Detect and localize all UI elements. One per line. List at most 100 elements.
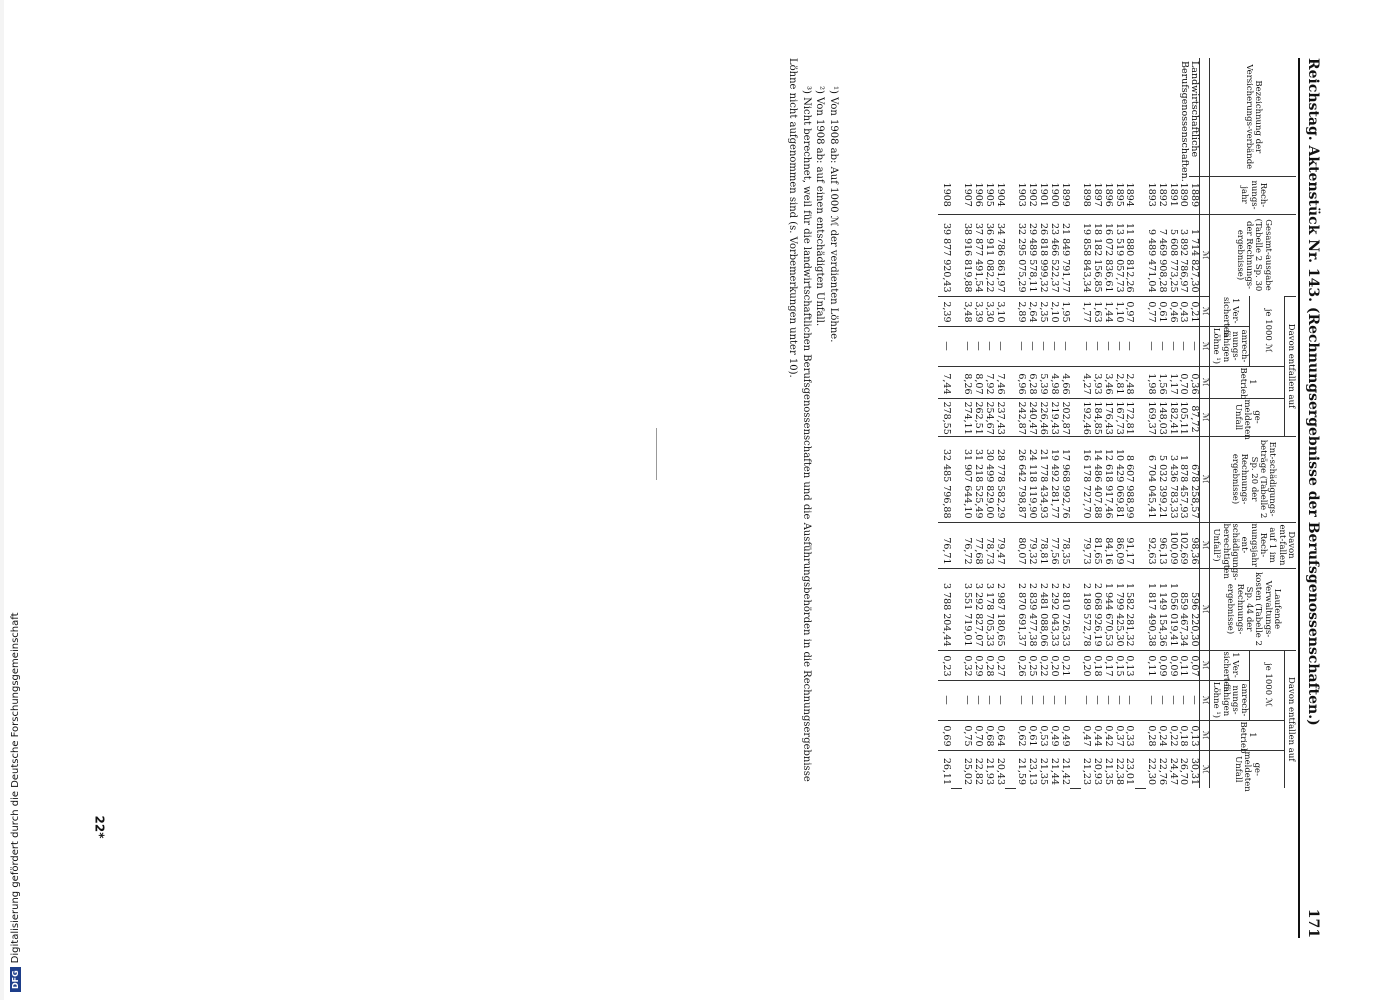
value-cell-ges: 13 519 057,73 xyxy=(1113,214,1125,296)
value-cell-b1: 6,28 xyxy=(1026,366,1038,398)
value-cell-b1: 3,46 xyxy=(1102,366,1114,398)
value-cell-l: — xyxy=(972,326,984,366)
value-cell-l: — xyxy=(994,326,1006,366)
value-cell-u1: 237,43 xyxy=(994,398,1006,437)
footnote-2: ²) Von 1908 ab: auf einen entschädigten … xyxy=(814,86,826,327)
value-cell-u1: 169,37 xyxy=(1145,398,1157,437)
page-number: 171 xyxy=(1305,908,1321,938)
gap-cell xyxy=(1134,522,1146,569)
value-cell-ent: 1 878 457,93 xyxy=(1178,436,1189,523)
gap-cell xyxy=(951,398,963,437)
value-cell-v1: 3,30 xyxy=(983,296,995,326)
value-cell-ges: 1 714 827,30 xyxy=(1188,214,1200,296)
value-cell-u1: 219,43 xyxy=(1048,398,1060,437)
gap-cell xyxy=(1070,296,1081,326)
unit-cell: ℳ xyxy=(1199,326,1210,366)
year-cell: 1904 xyxy=(994,182,1006,207)
value-cell-v2: 0,23 xyxy=(938,650,952,681)
gap-cell xyxy=(1134,366,1146,398)
value-cell-b1: 1,98 xyxy=(1145,366,1157,398)
unit-cell: ℳ xyxy=(1199,568,1210,651)
value-cell-ges: 3 892 786,97 xyxy=(1178,214,1189,296)
value-cell-ent: 5 032 399,21 xyxy=(1156,436,1168,523)
gap-cell xyxy=(951,436,963,523)
value-cell-l: — xyxy=(1016,326,1027,366)
value-cell-u1: 148,03 xyxy=(1156,398,1168,437)
value-cell-l2: — xyxy=(1156,680,1168,721)
value-cell-eu: 96,13 xyxy=(1156,522,1168,569)
gap-cell xyxy=(1070,522,1081,569)
value-cell-b2: 0,49 xyxy=(1048,720,1060,751)
table-body: Landwirtschaftliche Berufsgenossenschaft… xyxy=(938,58,1201,938)
value-cell-ent: 16 178 727,70 xyxy=(1080,436,1092,523)
page-binding-edge xyxy=(0,0,4,1000)
printer-signature: 22* xyxy=(92,815,107,839)
value-cell-vk: 1 799 425,30 xyxy=(1113,568,1125,651)
value-cell-ges: 32 295 075,29 xyxy=(1016,214,1027,296)
gap-cell xyxy=(1005,296,1017,326)
group-name: Landwirtschaftliche Berufsgenossenschaft… xyxy=(1178,61,1201,182)
value-cell-u1: 274,11 xyxy=(962,398,973,437)
gap-cell xyxy=(951,296,963,326)
gap-cell xyxy=(1070,750,1081,789)
value-cell-l: — xyxy=(1037,326,1049,366)
value-cell-v1: 0,46 xyxy=(1167,296,1179,326)
value-cell-b1: 1,17 xyxy=(1167,366,1179,398)
value-cell-vk: 2 481 088,06 xyxy=(1037,568,1049,651)
value-cell-b1: 7,92 xyxy=(983,366,995,398)
gap-cell xyxy=(1070,650,1081,681)
value-cell-l2: — xyxy=(972,680,984,721)
value-cell-b1: 1,56 xyxy=(1156,366,1168,398)
value-cell-v2: 0,20 xyxy=(1048,650,1060,681)
value-cell-l2: — xyxy=(983,680,995,721)
value-cell-ges: 26 818 999,32 xyxy=(1037,214,1049,296)
value-cell-ent: 8 607 988,99 xyxy=(1124,436,1135,523)
value-cell-u2: 26,11 xyxy=(938,750,952,789)
gap-cell xyxy=(1070,568,1081,651)
gap-cell xyxy=(951,522,963,569)
year-cell: 1896 xyxy=(1102,182,1114,207)
value-cell-eu: 84,16 xyxy=(1102,522,1114,569)
value-cell-ges: 7 469 908,28 xyxy=(1156,214,1168,296)
dfg-logo: DFG xyxy=(9,967,21,992)
value-cell-ent: 3 436 783,33 xyxy=(1167,436,1179,523)
value-cell-ges: 21 849 791,77 xyxy=(1059,214,1071,296)
row-gap xyxy=(1070,58,1081,938)
unit-cell: ℳ xyxy=(1199,750,1210,789)
gap-cell xyxy=(1005,750,1017,789)
value-cell-l2: — xyxy=(1188,680,1200,721)
value-cell-u2: 21,35 xyxy=(1037,750,1049,789)
value-cell-vk: 1 582 281,32 xyxy=(1124,568,1135,651)
value-cell-ent: 31 218 525,49 xyxy=(972,436,984,523)
value-cell-l2: — xyxy=(938,680,952,721)
value-cell-v1: 1,77 xyxy=(1080,296,1092,326)
unit-cell: ℳ xyxy=(1199,522,1210,569)
credit-text: Digitalisierung gefördert durch die Deut… xyxy=(9,612,21,964)
year-cell: 1899 xyxy=(1059,182,1071,207)
value-cell-v1: 0,77 xyxy=(1145,296,1157,326)
year-cell: 1905 xyxy=(984,182,996,207)
value-cell-l2: — xyxy=(1048,680,1060,721)
value-cell-u1: 167,73 xyxy=(1113,398,1125,437)
value-cell-v2: 0,09 xyxy=(1156,650,1168,681)
value-cell-u2: 20,93 xyxy=(1091,750,1103,789)
value-cell-b1: 8,26 xyxy=(962,366,973,398)
gap-cell xyxy=(1070,720,1081,751)
value-cell-b1: 0,36 xyxy=(1188,366,1200,398)
gap-cell xyxy=(1005,436,1017,523)
gap-cell xyxy=(1005,788,1017,938)
value-cell-v2: 0,09 xyxy=(1167,650,1179,681)
year-cell: 1895 xyxy=(1113,182,1125,207)
value-cell-v1: 2,89 xyxy=(1016,296,1027,326)
value-cell-vk: 3 292 827,07 xyxy=(972,568,984,651)
value-cell-ent: 19 492 281,77 xyxy=(1048,436,1060,523)
year-cell: 1908 xyxy=(941,182,953,207)
value-cell-eu: 76,72 xyxy=(962,522,973,569)
value-cell-u1: 172,81 xyxy=(1124,398,1135,437)
